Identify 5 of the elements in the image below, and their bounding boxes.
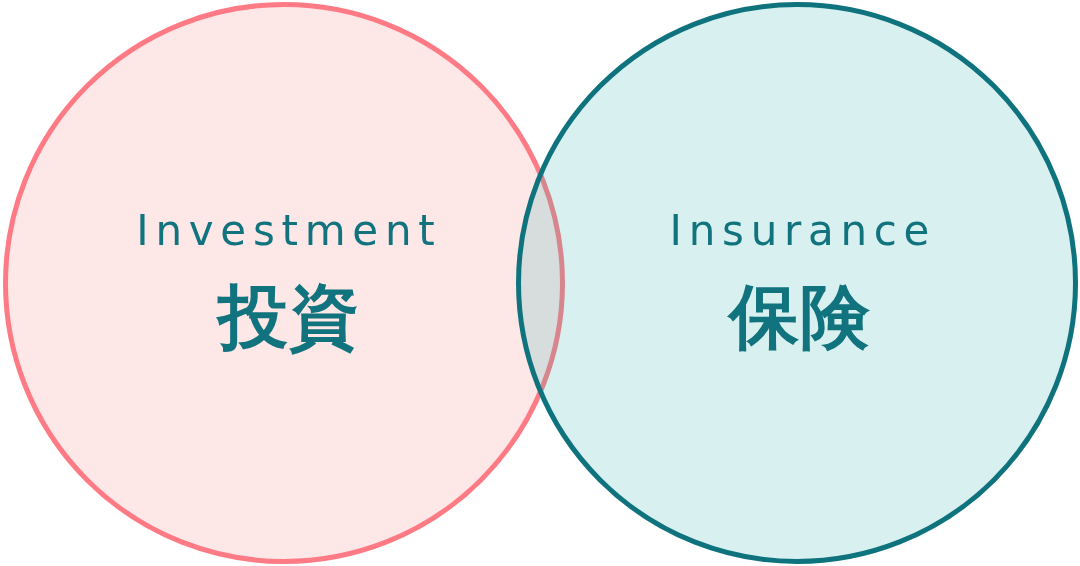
circle-label: 保険	[727, 281, 872, 352]
venn-circle	[2, 1, 565, 564]
circle-heading: Insurance	[668, 209, 937, 252]
venn-circle	[515, 1, 1078, 564]
circle-heading: Investment	[135, 209, 442, 252]
